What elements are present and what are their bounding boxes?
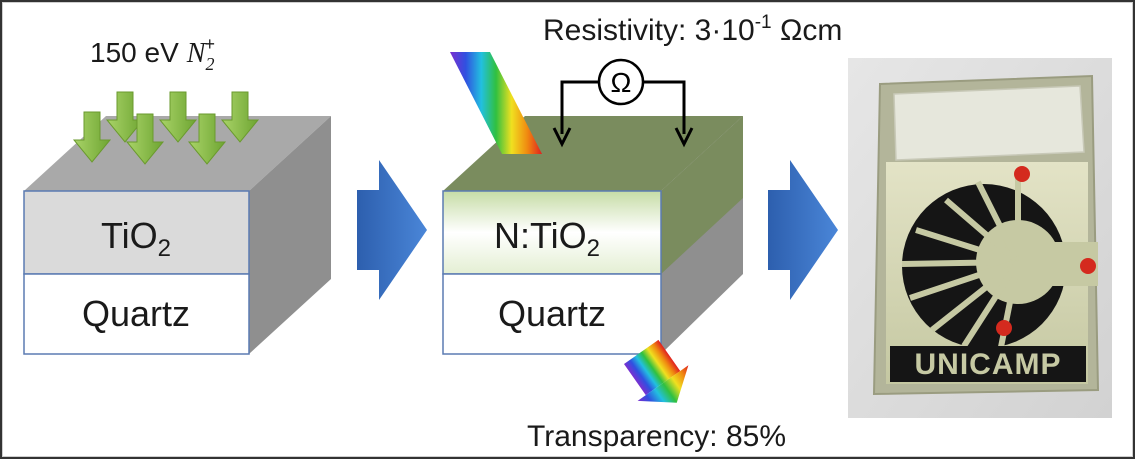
initial-block-side-face — [249, 116, 331, 354]
sample-photo: UNICAMP — [848, 58, 1112, 418]
incident-light-beam — [450, 52, 542, 154]
ohmmeter-icon — [597, 58, 645, 106]
probe-wire-right — [643, 80, 686, 134]
transmitted-light-arrow-icon — [624, 339, 689, 403]
doped-film-side — [661, 116, 743, 274]
ohm-symbol: Ω — [611, 67, 632, 98]
process-arrow-icon — [357, 160, 427, 300]
tio2-label: TiO2 — [101, 215, 171, 262]
logo-rays — [901, 178, 1021, 353]
resistivity-label: Resistivity: 3·10-1 Ωcm — [543, 12, 842, 47]
logo-dot-right — [1080, 258, 1096, 274]
tio2-film-layer — [23, 190, 250, 275]
probe-arrowhead-left — [552, 127, 572, 148]
quartz-label: Quartz — [498, 293, 606, 334]
logo-dot-top — [1014, 166, 1030, 182]
resistivity-meter: Ω — [552, 58, 694, 148]
n-tio2-label: N:TiO2 — [494, 215, 600, 262]
initial-sample-block: TiO2 Quartz — [23, 116, 331, 355]
logo-text-box — [890, 346, 1086, 382]
probe-wire-left — [560, 80, 599, 134]
quartz-substrate-layer — [442, 273, 662, 355]
process-arrow-icon — [768, 160, 838, 300]
unicamp-logo: UNICAMP — [890, 166, 1098, 382]
unicamp-text: UNICAMP — [915, 348, 1062, 381]
quartz-label: Quartz — [82, 293, 190, 334]
uncoated-strip — [893, 85, 1085, 161]
quartz-substrate-layer — [23, 273, 250, 355]
doped-sample-block: N:TiO2 Quartz — [442, 116, 743, 355]
transparency-label: Transparency: 85% — [527, 420, 786, 453]
probe-arrowhead-right — [674, 127, 694, 148]
n-tio2-film-layer — [442, 190, 662, 275]
logo-dot-bottom — [996, 320, 1012, 336]
initial-block-top-face — [24, 116, 331, 191]
